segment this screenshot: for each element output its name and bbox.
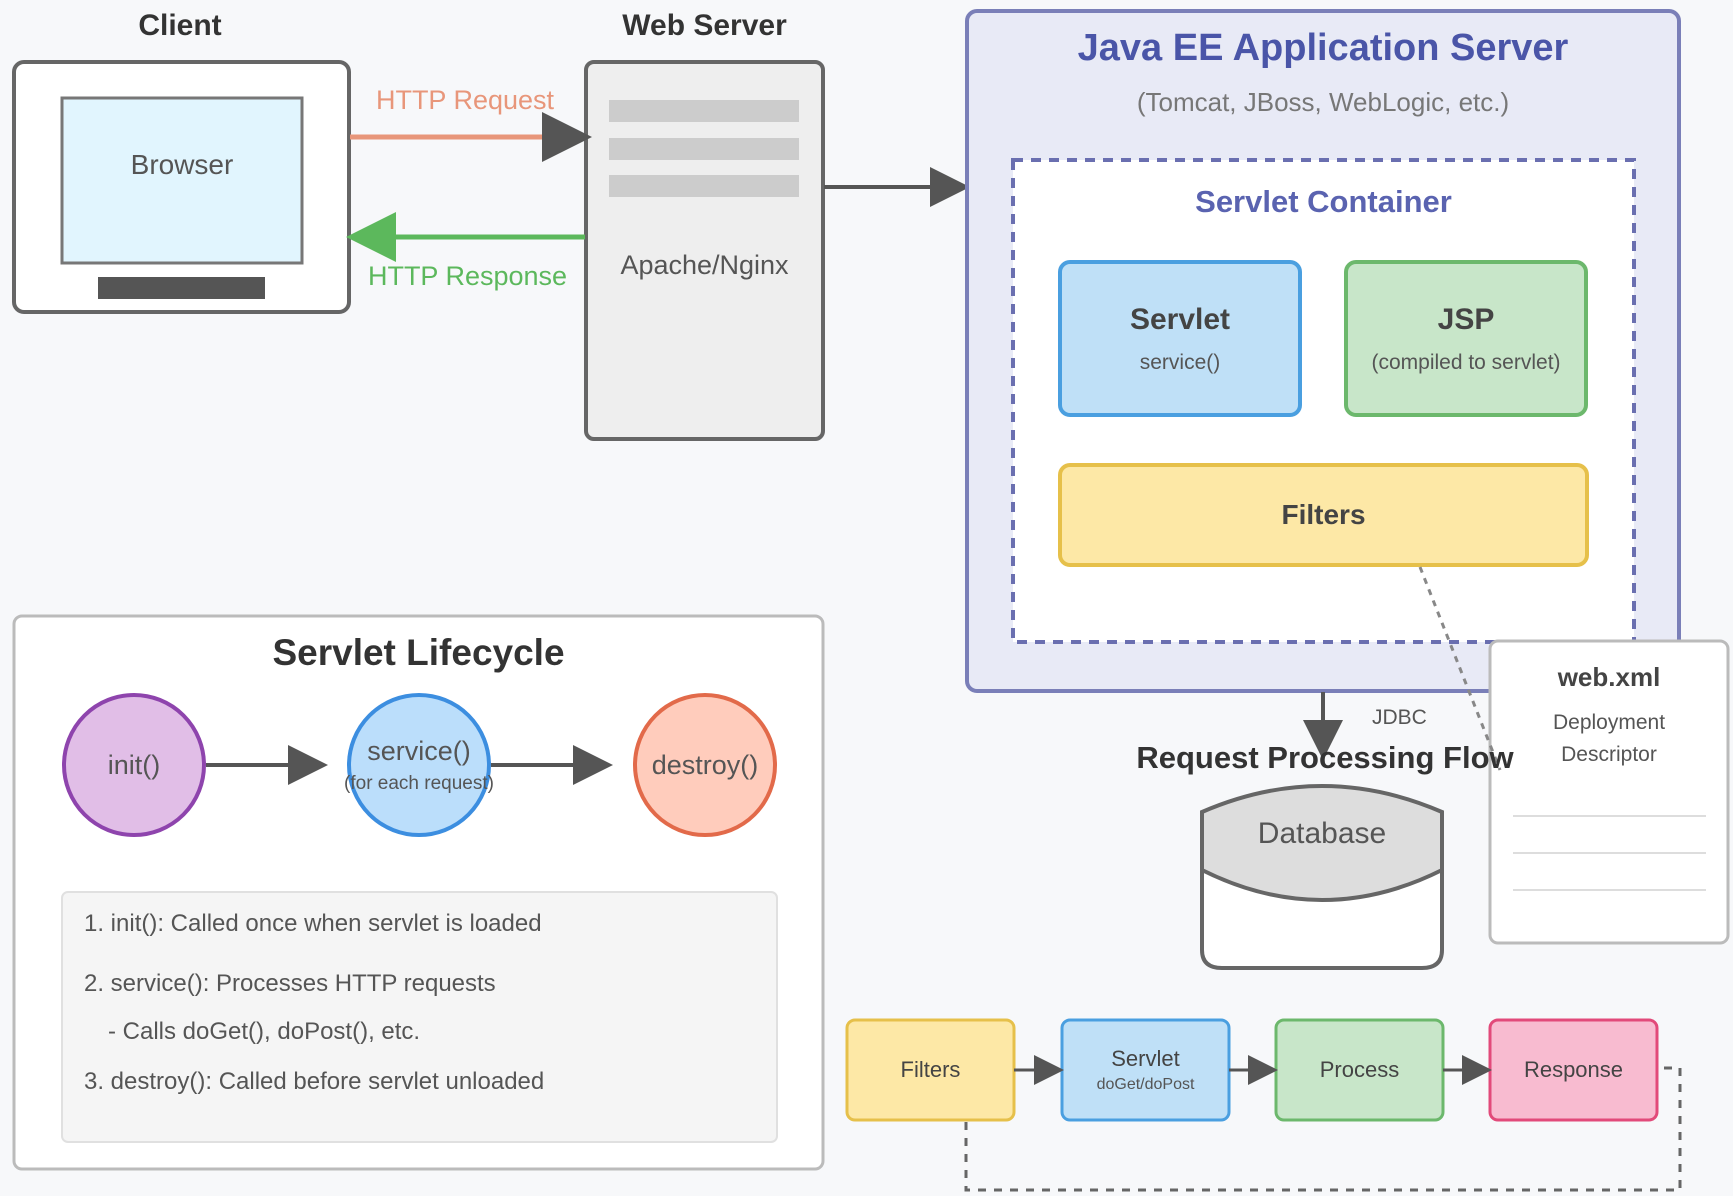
filters-box: [1058, 463, 1589, 567]
webxml-box-text: web.xml Deployment Descriptor: [1490, 662, 1728, 802]
filters-label: Filters: [1281, 499, 1366, 530]
jdbc-label: JDBC: [1372, 706, 1427, 729]
server-slot-3: [609, 175, 799, 197]
server-slot-1: [609, 100, 799, 122]
lifecycle-note-1: 1. init(): Called once when servlet is l…: [84, 910, 542, 937]
servlet-title: Servlet: [1129, 302, 1231, 336]
lifecycle-notes: 1. init(): Called once when servlet is l…: [84, 912, 764, 1094]
http-response-label: HTTP Response: [367, 260, 568, 291]
lifecycle-note-2: 2. service(): Processes HTTP requests: [84, 970, 496, 997]
flow-step-filters-title: Filters: [900, 1057, 961, 1082]
jsp-sub: (compiled to servlet): [1371, 350, 1561, 374]
jsp-title: JSP: [1437, 302, 1495, 336]
browser-screen: [60, 96, 304, 265]
database-top: [1200, 784, 1444, 902]
webxml-title: web.xml: [1557, 662, 1661, 692]
init-circle: [62, 693, 206, 837]
flow-step-response-title: Response: [1523, 1057, 1624, 1082]
service-circle: [347, 693, 491, 837]
flow-step-servlet: Servlet doGet/doPost: [1062, 1020, 1229, 1120]
webserver-title: Web Server: [622, 9, 787, 42]
flow-step-servlet-sub: doGet/doPost: [1096, 1076, 1195, 1093]
flow-step-filters: Filters: [847, 1020, 1014, 1120]
destroy-label: destroy(): [651, 749, 759, 780]
appserver-title: Java EE Application Server: [1077, 26, 1569, 69]
webxml-link: [1418, 566, 1502, 771]
client-title: Client: [138, 9, 222, 42]
flow-title: Request Processing Flow: [1136, 740, 1514, 775]
lifecycle-note-4: 3. destroy(): Called before servlet unlo…: [84, 1068, 545, 1095]
keyboard-bar: [98, 277, 265, 299]
database-label: Database: [1257, 817, 1387, 850]
appserver-subtitle: (Tomcat, JBoss, WebLogic, etc.): [1136, 86, 1510, 117]
webxml-line2: Descriptor: [1561, 743, 1657, 766]
service-label: service(): [367, 735, 471, 766]
servlet-box-text: Servlet service(): [1060, 262, 1300, 415]
flow-step-process-title: Process: [1319, 1057, 1400, 1082]
servlet-box: [1058, 260, 1302, 417]
http-request-label: HTTP Request: [375, 84, 555, 115]
webxml-box: [1488, 639, 1730, 945]
webxml-line1: Deployment: [1552, 711, 1666, 734]
flow-step-servlet-title: Servlet: [1111, 1046, 1180, 1071]
service-sub-label: (for each request): [344, 772, 494, 794]
lifecycle-title: Servlet Lifecycle: [272, 632, 565, 673]
server-slot-2: [609, 138, 799, 160]
jsp-box-text: JSP (compiled to servlet): [1346, 262, 1586, 415]
lifecycle-notes-box: [61, 891, 778, 1143]
service-circle-text: service() (for each request): [319, 720, 519, 810]
lifecycle-note-3: - Calls doGet(), doPost(), etc.: [108, 1018, 421, 1045]
flow-step-process: Process: [1276, 1020, 1443, 1120]
destroy-circle: [633, 693, 777, 837]
servlet-container-title: Servlet Container: [1195, 184, 1452, 219]
browser-label: Browser: [130, 149, 234, 180]
jsp-box: [1344, 260, 1588, 417]
init-label: init(): [107, 749, 161, 780]
flow-step-response: Response: [1490, 1020, 1657, 1120]
webserver-label: Apache/Nginx: [620, 249, 789, 280]
servlet-sub: service(): [1139, 350, 1221, 374]
